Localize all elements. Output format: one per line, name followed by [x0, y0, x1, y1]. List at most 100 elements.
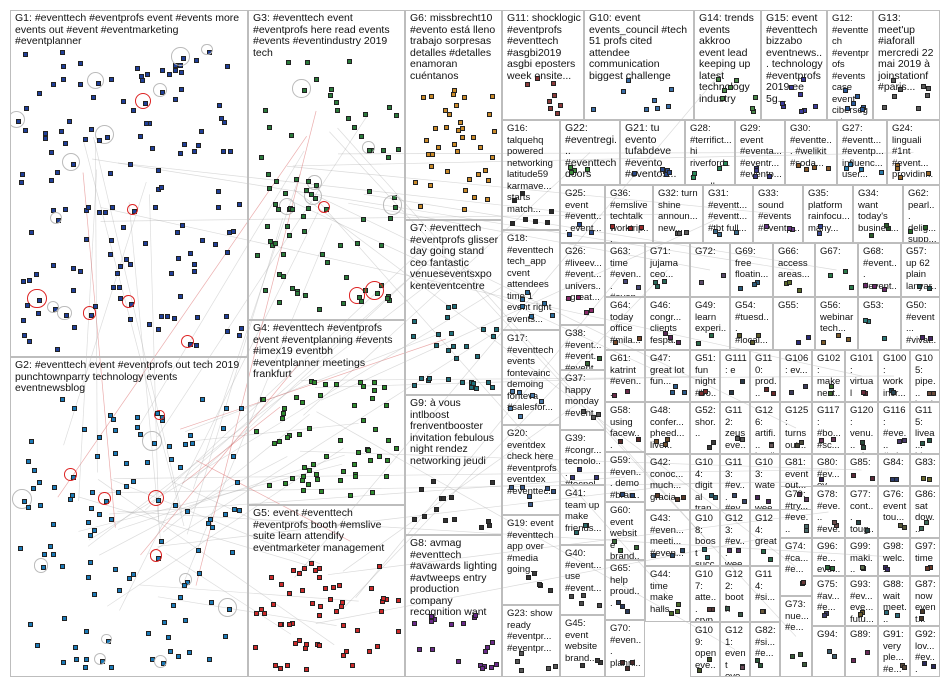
graph-node [674, 609, 680, 615]
graph-node [294, 290, 300, 296]
group-label: G3: #eventtech event #eventprofs here re… [253, 12, 390, 59]
group-label: G86: sat dow... [915, 489, 936, 535]
graph-node [71, 325, 77, 331]
graph-node [197, 571, 203, 577]
self-loop [87, 72, 105, 89]
graph-node [372, 379, 378, 385]
graph-node [483, 168, 489, 174]
graph-node [544, 486, 550, 492]
graph-node [696, 340, 702, 346]
group-label: G80: #ev... ev... [817, 457, 840, 486]
graph-node [237, 507, 243, 513]
graph-node [843, 166, 849, 172]
graph-node [787, 279, 793, 285]
group-g63: G63: time #even... #even... [605, 243, 645, 297]
graph-node [77, 268, 83, 274]
graph-node [474, 354, 480, 360]
group-g20: G20: eventdex check here #eventprofs eve… [502, 425, 560, 515]
group-g106: G106: ev... [780, 350, 812, 402]
graph-node [675, 496, 681, 502]
self-loop [217, 597, 237, 617]
graph-node [91, 94, 97, 100]
self-loop [57, 305, 72, 321]
graph-node [126, 576, 132, 582]
graph-node [669, 552, 675, 558]
group-label: G126: artifi... intell... [755, 405, 776, 453]
graph-node [166, 443, 172, 449]
group-label: G94: [817, 629, 838, 640]
graph-node [790, 653, 796, 659]
self-loop [98, 492, 111, 505]
graph-node [698, 391, 704, 397]
graph-node [172, 502, 178, 508]
graph-node [156, 168, 162, 174]
group-g40: G40: #event... use #event... [560, 545, 605, 615]
graph-node [306, 481, 312, 487]
group-label: G67: [820, 246, 841, 257]
graph-node [341, 300, 347, 306]
graph-node [51, 522, 56, 528]
graph-node [846, 336, 852, 342]
graph-node [293, 640, 299, 646]
graph-node [470, 135, 476, 141]
group-g113: G113: #ev... #ev... [720, 454, 750, 510]
graph-node [539, 398, 545, 404]
group-label: G76: event tou... [883, 489, 907, 523]
graph-node [611, 538, 617, 544]
graph-node [884, 222, 890, 228]
graph-node [231, 507, 237, 513]
graph-node [550, 80, 556, 86]
graph-node [396, 628, 401, 634]
graph-node [18, 546, 24, 552]
graph-node [618, 547, 624, 553]
graph-node [116, 587, 122, 593]
graph-node [859, 564, 865, 570]
graph-node [230, 454, 236, 460]
group-g22: G22: #eventregi... #eventtech doors [560, 120, 620, 185]
group-label: G19: event #eventtech app over #media go… [507, 518, 554, 575]
graph-node [172, 315, 178, 321]
group-g100: G100: work incr... [878, 350, 910, 402]
graph-node [722, 161, 728, 167]
graph-node [643, 106, 649, 112]
group-g51: G51: fun night #bo... talki... [690, 350, 720, 402]
graph-node [665, 437, 671, 443]
graph-node [738, 285, 744, 291]
graph-node [871, 283, 877, 289]
group-g30: G30: #eventte... #welikit #soda... [785, 120, 837, 185]
graph-node [303, 646, 309, 652]
graph-node [112, 427, 118, 433]
graph-node [624, 666, 630, 672]
graph-node [575, 295, 581, 301]
graph-node [359, 133, 365, 139]
graph-node [361, 417, 367, 423]
group-g49: G49: learn experi... [690, 297, 730, 350]
graph-node [692, 170, 698, 176]
group-g23: G23: show ready #eventpr... #eventpr... [502, 605, 560, 677]
graph-node [109, 77, 115, 83]
graph-node [186, 650, 192, 656]
group-label: G84: [883, 457, 904, 468]
graph-node [854, 93, 860, 99]
group-g112: G112: zeus eve... [720, 402, 750, 454]
graph-node [87, 533, 93, 539]
graph-node [869, 232, 874, 238]
graph-node [50, 551, 56, 557]
graph-node [308, 560, 314, 566]
graph-node [254, 429, 260, 435]
graph-node [158, 314, 164, 320]
graph-node [918, 615, 924, 621]
graph-node [192, 269, 198, 275]
group-g126: G126: artifi... intell... [750, 402, 780, 454]
group-label: G73: nue... #e... [785, 599, 809, 633]
graph-node [831, 653, 837, 659]
graph-node [20, 278, 26, 284]
graph-node [755, 658, 761, 664]
graph-node [178, 594, 184, 600]
group-label: G124: great [755, 513, 777, 547]
group-g60: G60: event website brand... [605, 502, 645, 560]
graph-node [88, 505, 94, 511]
graph-node [59, 397, 65, 402]
graph-node [667, 334, 673, 340]
group-label: G65: help proud... [610, 563, 640, 609]
